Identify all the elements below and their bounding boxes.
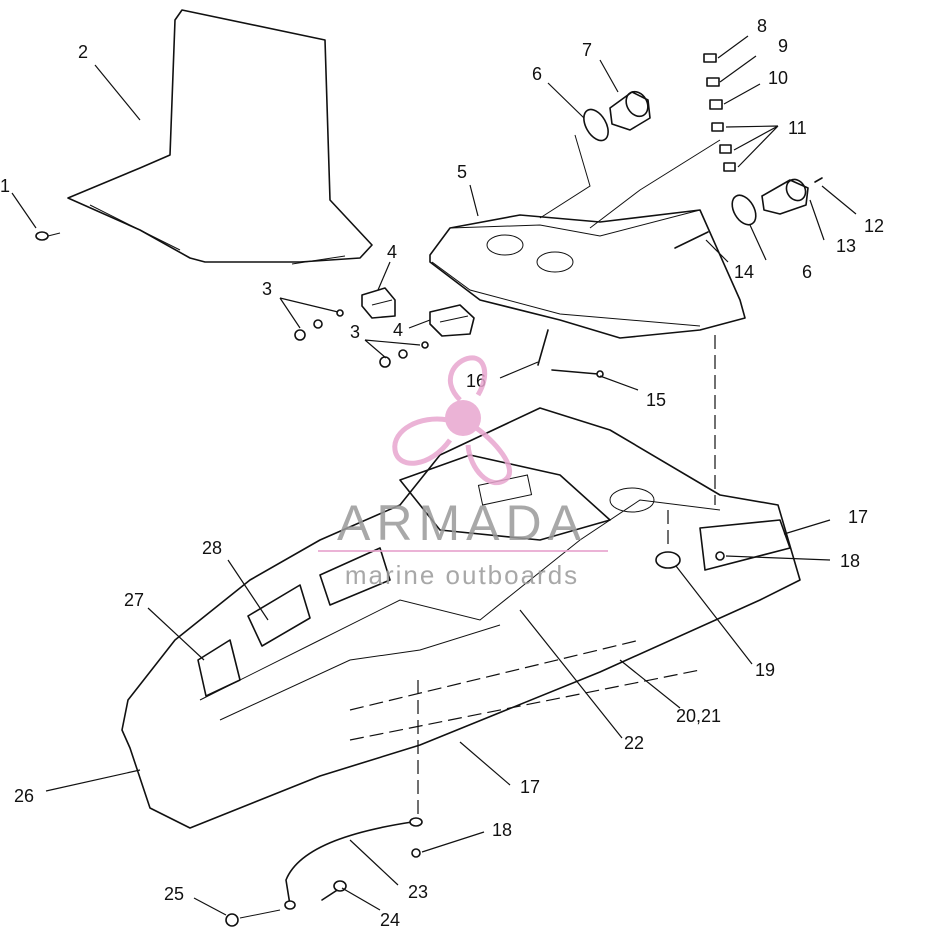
grommet-part-19 <box>655 551 681 569</box>
watermark: ARMADA marine outboards <box>318 355 608 590</box>
propeller-logo-icon <box>392 355 513 485</box>
callout-2: 2 <box>78 42 88 62</box>
callout-23: 23 <box>408 882 428 902</box>
callout-8: 8 <box>757 16 767 36</box>
callout-15: 15 <box>646 390 666 410</box>
callout-9: 9 <box>778 36 788 56</box>
bezel-ring-part-6-upper <box>583 108 609 142</box>
tether-cable-part-23 <box>284 817 423 910</box>
callout-26: 26 <box>14 786 34 806</box>
callout-labels: 1 2 3 3 4 4 5 6 6 7 8 9 10 11 12 13 14 1… <box>0 16 884 930</box>
decal-line <box>349 639 641 711</box>
console-part-5 <box>429 209 746 339</box>
callout-28: 28 <box>202 538 222 558</box>
callout-20-21: 20,21 <box>676 706 721 726</box>
callout-10: 10 <box>768 68 788 88</box>
callout-6: 6 <box>802 262 812 282</box>
watermark-rule <box>318 550 608 552</box>
bulb-part-9 <box>706 77 720 87</box>
callout-11: 11 <box>788 118 807 138</box>
callout-4: 4 <box>393 320 403 340</box>
gauge-part-13 <box>761 178 809 215</box>
callout-3: 3 <box>262 279 272 299</box>
callout-3: 3 <box>350 322 360 342</box>
callout-13: 13 <box>836 236 856 256</box>
nut-part-25 <box>225 909 281 927</box>
callout-4: 4 <box>387 242 397 262</box>
callout-22: 22 <box>624 733 644 753</box>
screw-part-18-upper <box>715 551 725 561</box>
callout-18: 18 <box>492 820 512 840</box>
bolt-part-15 <box>551 369 604 378</box>
watermark-brand: ARMADA <box>337 495 587 551</box>
vent-part-27 <box>197 639 241 697</box>
bulb-wire <box>589 139 721 229</box>
callout-19: 19 <box>755 660 775 680</box>
bolt-part-24 <box>321 880 347 901</box>
cable-part-16 <box>537 329 549 366</box>
watermark-tagline: marine outboards <box>345 560 579 590</box>
callout-14: 14 <box>734 262 754 282</box>
callout-25: 25 <box>164 884 184 904</box>
screw-part-18-lower <box>411 848 421 858</box>
callout-24: 24 <box>380 910 400 930</box>
cable-part-14 <box>674 231 709 249</box>
callout-17: 17 <box>520 777 540 797</box>
leader-lines <box>11 35 857 916</box>
callout-7: 7 <box>582 40 592 60</box>
bulb-part-8 <box>703 53 717 63</box>
trim-part-17 <box>699 519 791 571</box>
bezel-ring-part-6-lower <box>731 194 757 226</box>
socket-part-11 <box>711 122 736 172</box>
hardware-part-3-lower <box>379 341 429 368</box>
callout-18: 18 <box>840 551 860 571</box>
bracket-part-4-lower <box>429 304 475 337</box>
callout-6: 6 <box>532 64 542 84</box>
callout-27: 27 <box>124 590 144 610</box>
hood-body-part-26 <box>121 407 801 829</box>
bracket-part-4-upper <box>361 287 396 319</box>
callout-12: 12 <box>864 216 884 236</box>
hardware-part-3-upper <box>294 309 344 341</box>
screw-part-1 <box>35 231 61 241</box>
callout-5: 5 <box>457 162 467 182</box>
pin-part-12 <box>814 177 823 183</box>
callout-17: 17 <box>848 507 868 527</box>
gauge-part-7 <box>609 90 651 131</box>
socket-part-10 <box>709 99 723 110</box>
gauge-wire <box>539 134 591 219</box>
windshield-part-2 <box>67 9 373 265</box>
vent-part-28 <box>247 547 391 647</box>
callout-1: 1 <box>0 176 10 196</box>
